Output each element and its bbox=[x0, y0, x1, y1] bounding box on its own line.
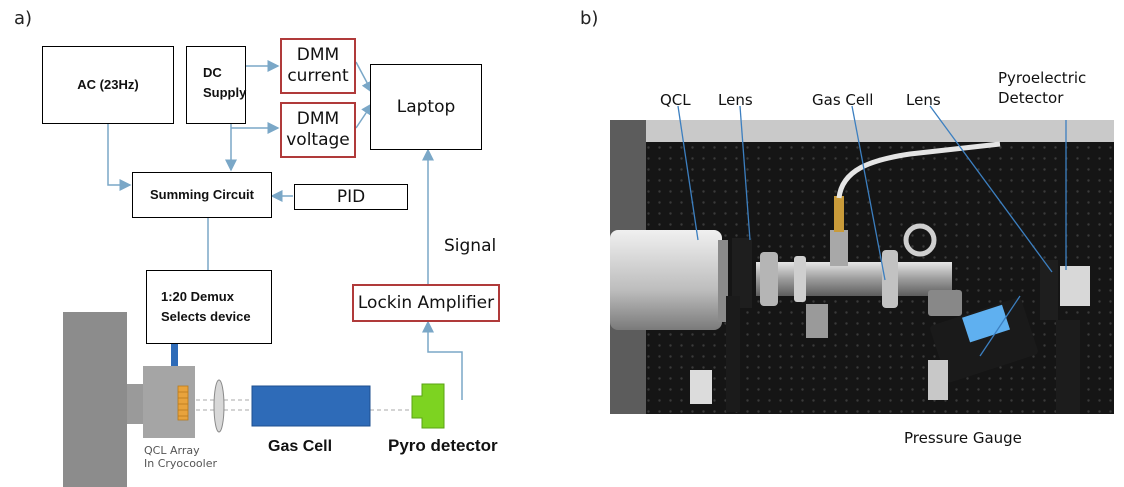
photo-label-pyro-line2: Detector bbox=[998, 89, 1064, 107]
dmm-voltage-label-line1: DMM bbox=[296, 109, 340, 129]
photo-label-pyro-line1: Pyroelectric bbox=[998, 69, 1087, 87]
dmm-current-label-line2: current bbox=[287, 66, 349, 86]
gas-cell-leader bbox=[851, 105, 886, 281]
demux-label-line2: Selects device bbox=[161, 309, 251, 324]
gas-cell-shape bbox=[251, 385, 371, 427]
ac-source-label: AC (23Hz) bbox=[77, 77, 139, 92]
block-diagram-connectors bbox=[63, 60, 463, 487]
pyro-detector-shape bbox=[411, 383, 445, 429]
lockin-amplifier-block: Lockin Amplifier bbox=[352, 284, 500, 322]
gas-cell-label: Gas Cell bbox=[268, 438, 333, 455]
demux-cable bbox=[171, 344, 178, 366]
dmm-voltage-label-line2: voltage bbox=[286, 130, 350, 150]
demux-label-line1: 1:20 Demux bbox=[161, 289, 234, 304]
qcl-housing bbox=[610, 230, 722, 330]
laptop-block: Laptop bbox=[370, 64, 482, 150]
lens-shape bbox=[213, 379, 225, 433]
pyro-to-lockin-arrow bbox=[422, 320, 463, 400]
lens1-leader bbox=[739, 105, 751, 241]
summing-circuit-block: Summing Circuit bbox=[132, 172, 272, 218]
photo-label-lens1: Lens bbox=[718, 91, 753, 109]
demux-block: 1:20 Demux Selects device bbox=[146, 270, 272, 344]
dc-supply-block: DC Supply bbox=[186, 46, 246, 124]
setup-photo bbox=[610, 120, 1114, 414]
ac-to-summing-arrow bbox=[107, 124, 132, 191]
panel-a-label: a) bbox=[14, 8, 33, 29]
dmm-voltage-to-laptop-arrow bbox=[355, 102, 373, 129]
pressure-gauge-leader bbox=[979, 295, 1021, 357]
dc-supply-label-line2: Supply bbox=[203, 85, 247, 100]
photo-label-lens2: Lens bbox=[906, 91, 941, 109]
qcl-array-label: QCL Array In Cryocooler bbox=[144, 444, 217, 470]
cryostat-body bbox=[63, 312, 127, 487]
dc-supply-label-line1: DC bbox=[203, 65, 222, 80]
signal-label: Signal bbox=[444, 236, 497, 256]
qcl-array-chip bbox=[177, 385, 189, 421]
pyro-detector-photo bbox=[1060, 266, 1090, 306]
lockin-amplifier-label: Lockin Amplifier bbox=[357, 292, 495, 313]
laptop-label: Laptop bbox=[396, 96, 456, 117]
qcl-array-label-line1: QCL Array bbox=[144, 444, 200, 457]
dmm-current-block: DMM current bbox=[280, 38, 356, 94]
ac-source-block: AC (23Hz) bbox=[42, 46, 174, 124]
photo-label-pyro: Pyroelectric Detector bbox=[998, 68, 1086, 108]
photo-label-qcl: QCL bbox=[660, 91, 691, 109]
pressure-gauge-device bbox=[930, 297, 1038, 383]
lens2-leader bbox=[929, 105, 1053, 273]
photo-label-gas-cell: Gas Cell bbox=[812, 91, 874, 109]
lens2-mount bbox=[1040, 260, 1058, 320]
dmm-current-to-laptop-arrow bbox=[355, 61, 373, 94]
pyro-detector-label: Pyro detector bbox=[388, 436, 498, 455]
qcl-array-label-line2: In Cryocooler bbox=[144, 457, 218, 470]
panel-b-label: b) bbox=[580, 8, 599, 29]
lens1-mount bbox=[732, 238, 752, 308]
pid-label: PID bbox=[336, 186, 366, 207]
photo-leader-lines bbox=[677, 105, 1067, 357]
gas-cell-tube bbox=[756, 262, 952, 296]
cryostat-neck bbox=[127, 384, 143, 424]
pid-block: PID bbox=[294, 184, 408, 210]
qcl-leader bbox=[677, 105, 699, 241]
dmm-voltage-block: DMM voltage bbox=[280, 102, 356, 158]
dmm-current-label-line1: DMM bbox=[296, 45, 340, 65]
summing-circuit-label: Summing Circuit bbox=[149, 187, 254, 202]
photo-label-pressure-gauge: Pressure Gauge bbox=[904, 429, 1022, 447]
